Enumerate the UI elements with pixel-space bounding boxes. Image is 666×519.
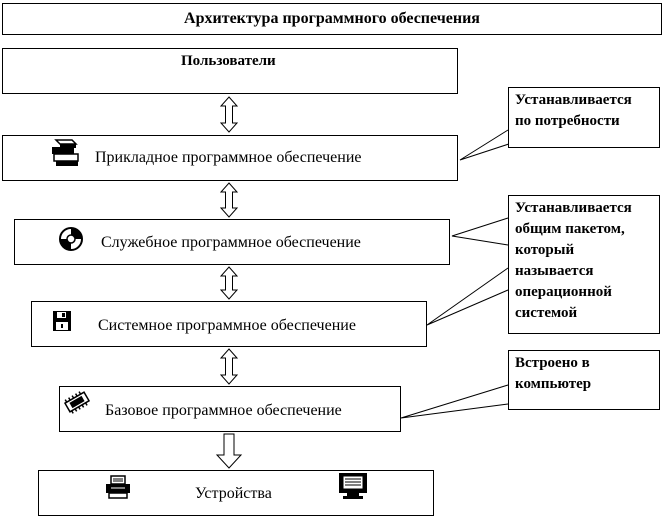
utility-software-label: Служебное программное обеспечение — [101, 234, 361, 251]
double-arrow-utility-system — [219, 266, 239, 300]
printer-icon — [106, 475, 130, 499]
pointer-os-package-utility — [451, 217, 509, 246]
users-box: Пользователи — [2, 48, 458, 94]
diagram-title-text: Архитектура программного обеспечения — [184, 10, 480, 27]
monitor-icon — [339, 473, 367, 499]
users-label: Пользователи — [181, 53, 276, 69]
devices-box: Устройства — [38, 470, 434, 516]
callout-as-needed: Устанавливается по потребности — [508, 87, 660, 148]
callout-os-package-line-5: операционной — [515, 284, 612, 300]
callout-built-in: Встроено в компьютер — [508, 350, 660, 410]
books-icon — [52, 139, 79, 166]
system-software-label: Системное программное обеспечение — [98, 317, 356, 334]
chip-icon — [63, 391, 91, 414]
callout-os-package-line-4: называется — [515, 263, 594, 279]
callout-os-package-line-3: который — [515, 242, 575, 258]
utility-software-box: Служебное программное обеспечение — [14, 219, 450, 265]
callout-os-package: Устанавливается общим пакетом, который н… — [508, 195, 660, 334]
application-software-label: Прикладное программное обеспечение — [95, 149, 362, 166]
double-arrow-application-utility — [219, 182, 239, 218]
double-arrow-users-application — [219, 96, 239, 133]
system-software-box: Системное программное обеспечение — [31, 301, 427, 347]
devices-label: Устройства — [195, 485, 272, 502]
double-arrow-system-base — [219, 348, 239, 385]
diagram-title: Архитектура программного обеспечения — [2, 3, 662, 35]
base-software-box: Базовое программное обеспечение — [59, 386, 401, 432]
disc-icon — [59, 227, 83, 251]
pointer-built-in — [400, 384, 509, 419]
callout-os-package-line-2: общим пакетом, — [515, 221, 625, 237]
floppy-disk-icon — [53, 311, 71, 331]
down-arrow-base-devices — [215, 433, 243, 469]
base-software-label: Базовое программное обеспечение — [105, 402, 342, 419]
callout-as-needed-line-2: по потребности — [515, 113, 620, 129]
callout-as-needed-line-1: Устанавливается — [515, 92, 632, 108]
callout-os-package-line-1: Устанавливается — [515, 200, 632, 216]
pointer-os-package-system — [426, 267, 509, 326]
callout-built-in-line-1: Встроено в — [515, 355, 590, 371]
callout-built-in-line-2: компьютер — [515, 376, 592, 392]
callout-os-package-line-6: системой — [515, 305, 578, 321]
